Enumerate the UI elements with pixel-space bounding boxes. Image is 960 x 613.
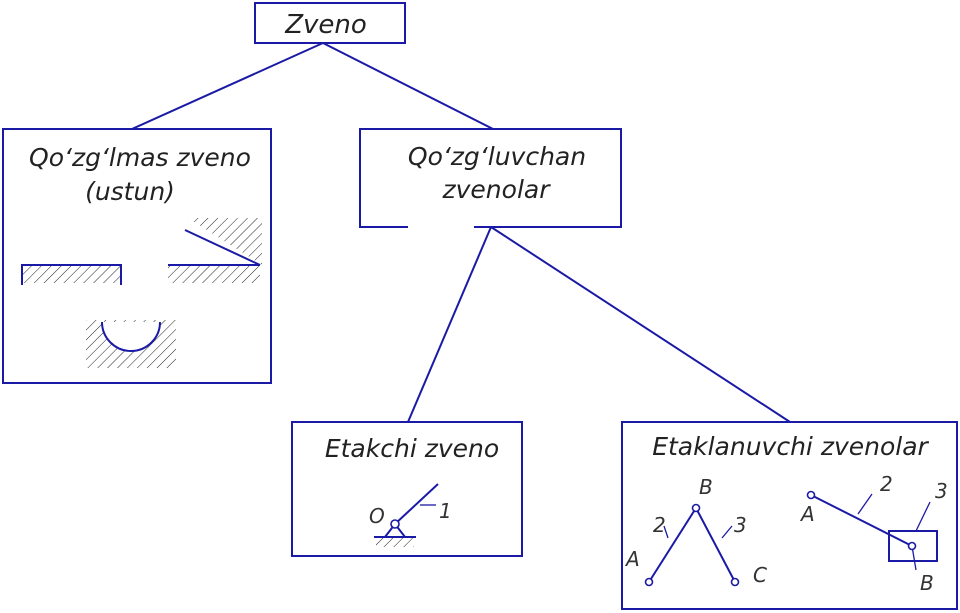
joint-c bbox=[730, 577, 740, 587]
chain-label-a: A bbox=[624, 547, 640, 571]
root-title: Zveno bbox=[284, 10, 367, 40]
pivot-label-o: O bbox=[369, 504, 385, 528]
joint-a bbox=[644, 577, 654, 587]
moving-links-title: Qo‘zg‘luvchan bbox=[408, 142, 586, 171]
driven-links-box: Etaklanuvchi zvenolar A B C 2 3 A 2 3 bbox=[621, 421, 958, 610]
slider-joint-a bbox=[806, 490, 816, 500]
slider-label-b: B bbox=[920, 571, 934, 595]
link-label-1: 1 bbox=[439, 499, 452, 523]
slider-mechanism bbox=[806, 490, 938, 571]
chain-mechanism bbox=[644, 503, 740, 587]
fixed-link-box: Qo‘zg‘lmas zveno (ustun) bbox=[2, 128, 272, 384]
fixed-link-subtitle: (ustun) bbox=[85, 177, 175, 206]
chain-label-3: 3 bbox=[734, 513, 747, 537]
slider-label-a: A bbox=[799, 502, 815, 526]
slider-label-3: 3 bbox=[935, 479, 948, 503]
driving-link-box: Etakchi zveno O 1 bbox=[291, 421, 523, 557]
slider-label-2: 2 bbox=[880, 472, 893, 496]
slider-block bbox=[888, 530, 938, 562]
root-box: Zveno bbox=[254, 2, 406, 44]
fixed-support-symbols bbox=[21, 218, 262, 368]
chain-label-b: B bbox=[699, 475, 713, 499]
driven-links-title: Etaklanuvchi zvenolar bbox=[652, 432, 929, 461]
connector-root-moving bbox=[322, 42, 494, 130]
connector-moving-driving bbox=[407, 226, 492, 423]
fixed-link-title: Qo‘zg‘lmas zveno bbox=[29, 143, 251, 172]
chain-label-2: 2 bbox=[653, 513, 666, 537]
joint-b bbox=[691, 503, 701, 513]
connector-moving-driven bbox=[490, 226, 791, 423]
tree-connectors bbox=[131, 42, 791, 423]
ground-symbol-curved bbox=[86, 320, 176, 368]
ground-symbol-flat bbox=[21, 264, 122, 285]
moving-links-subtitle: zvenolar bbox=[442, 175, 552, 204]
slider-joint-b bbox=[907, 541, 917, 551]
moving-links-box: Qo‘zg‘luvchan zvenolar bbox=[359, 128, 622, 228]
driving-link-title: Etakchi zveno bbox=[325, 434, 499, 463]
ground-symbol-inclined bbox=[168, 218, 262, 283]
connector-root-fixed bbox=[131, 42, 324, 130]
crank-symbol bbox=[374, 483, 439, 547]
chain-label-c: C bbox=[753, 563, 767, 587]
